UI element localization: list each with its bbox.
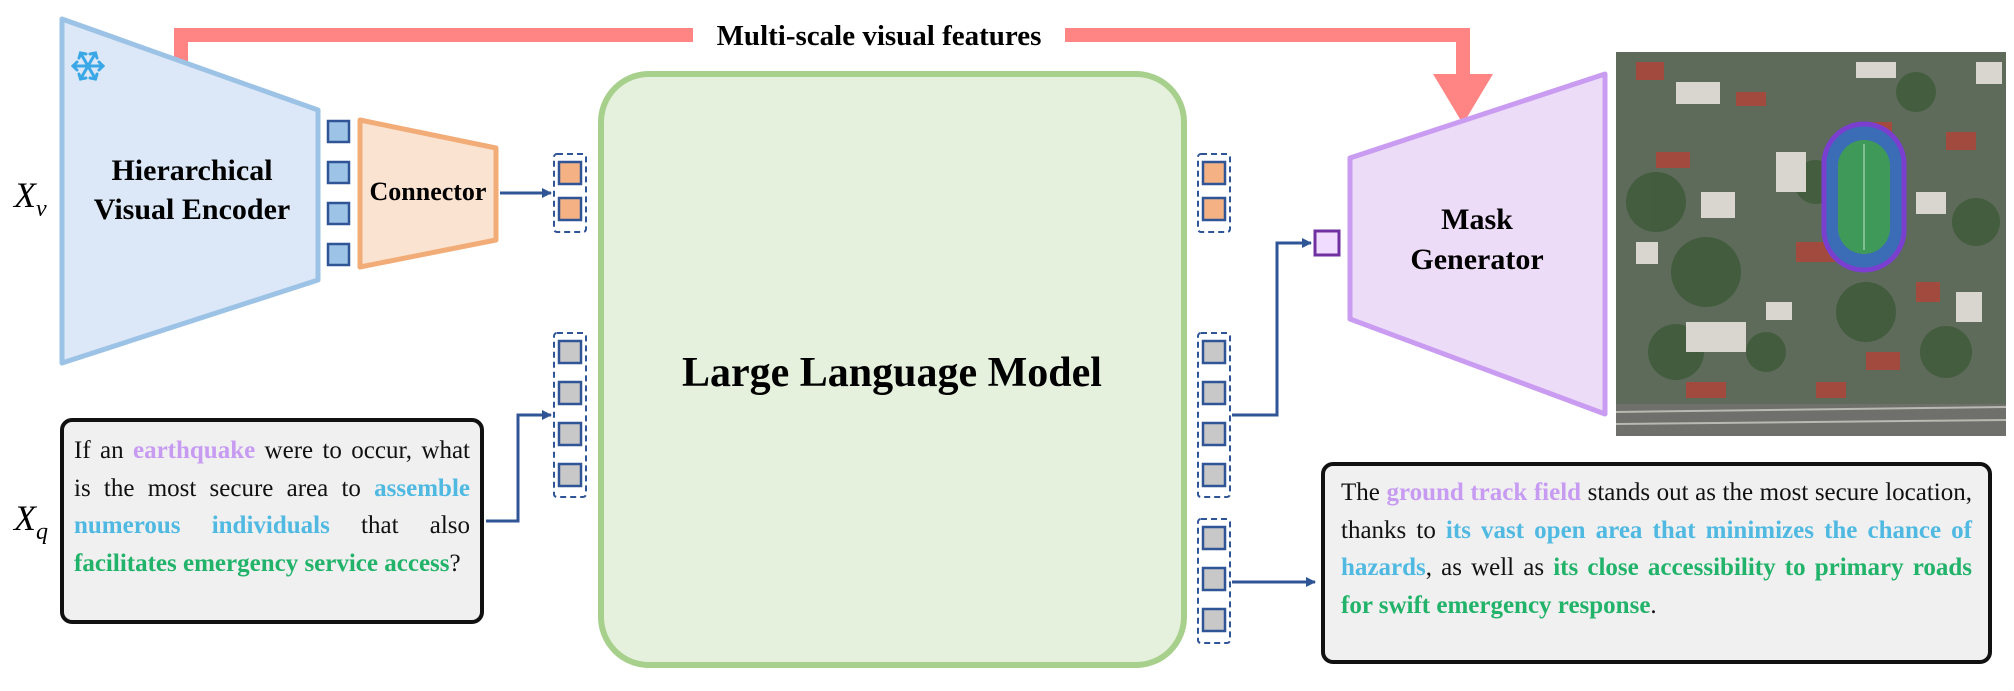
text-segment: , as well as: [1425, 554, 1554, 581]
text-token: [1201, 339, 1227, 365]
multi-scale-features-label: Multi-scale visual features: [717, 20, 1042, 52]
svg-text:X: X: [12, 175, 38, 215]
visual-tokens: [326, 119, 351, 267]
highlight-purple: earthquake: [132, 437, 256, 464]
visual-encoder: Hierarchical Visual Encoder: [59, 16, 321, 366]
encoder-label-line2: Visual Encoder: [94, 193, 290, 226]
svg-text:X: X: [12, 498, 38, 538]
connector-token: [1201, 196, 1227, 222]
text-token: [1201, 525, 1227, 551]
llm-label: Large Language Model: [682, 350, 1102, 396]
connector-token: [1201, 160, 1227, 186]
text-token: [1201, 607, 1227, 633]
text-token: [557, 339, 583, 365]
arrow-label-bg: [693, 16, 1065, 54]
highlight-green: facilitates emergency service access: [74, 549, 450, 577]
encoder-label-line1: Hierarchical: [111, 154, 272, 187]
highlight-green: its close accessibility to primary roads…: [1341, 554, 1972, 619]
text-token: [557, 462, 583, 488]
text-token: [1201, 421, 1227, 447]
text-token: [1201, 462, 1227, 488]
query-text-box: If an earthquake were to occur, what is …: [60, 418, 484, 624]
text-segment: The: [1341, 479, 1387, 506]
highlight-blue: its vast open area that minimizes the ch…: [1341, 516, 1973, 582]
svg-text:q: q: [36, 519, 48, 545]
multi-scale-features-arrow: Multi-scale visual features: [174, 16, 1493, 124]
llm-visual-tokens-out: [1197, 153, 1231, 233]
text-segment: If an: [74, 437, 133, 464]
text-token: [1201, 380, 1227, 406]
highlight-blue: assemble numerous individuals: [74, 474, 470, 540]
text-segment: stands out as the most secure location, …: [1341, 479, 1972, 544]
connector-label: Connector: [370, 177, 487, 206]
highlight-purple: ground track field: [1386, 479, 1582, 506]
svg-text:v: v: [36, 196, 47, 222]
llm-visual-tokens-in: [553, 153, 587, 233]
mask-label-line1: Mask: [1441, 203, 1513, 236]
text-token: [557, 421, 583, 447]
tokens-to-seg-arrow: [1232, 238, 1312, 417]
visual-token: [326, 242, 351, 267]
text-segment: .: [1650, 591, 1657, 619]
query-to-llm-arrow: [486, 410, 552, 523]
visual-token: [326, 160, 351, 185]
seg-token: [1313, 229, 1341, 257]
snowflake-icon: [70, 51, 106, 81]
llm-text-tokens-out-2: [1197, 518, 1231, 644]
connector: Connector: [357, 117, 499, 270]
text-token: [557, 380, 583, 406]
mask-generator: Mask Generator: [1347, 71, 1608, 417]
answer-text-box: The ground track field stands out as the…: [1321, 462, 1992, 664]
mask-label-line2: Generator: [1410, 243, 1543, 276]
llm-text-tokens-in: [553, 332, 587, 498]
visual-token: [326, 119, 351, 144]
text-segment: were to occur, what is the most secure a…: [74, 437, 471, 502]
satellite-image: [1616, 52, 2006, 436]
text-token: [1201, 566, 1227, 592]
llm-text-tokens-out-1: [1197, 332, 1231, 498]
text-segment: ?: [449, 549, 461, 577]
xq-label: X q: [12, 498, 48, 545]
large-language-model: Large Language Model: [598, 71, 1187, 668]
visual-token: [326, 201, 351, 226]
xv-label: X v: [12, 175, 47, 222]
connector-token: [557, 196, 583, 222]
connector-token: [557, 160, 583, 186]
text-segment: that also: [329, 512, 470, 539]
